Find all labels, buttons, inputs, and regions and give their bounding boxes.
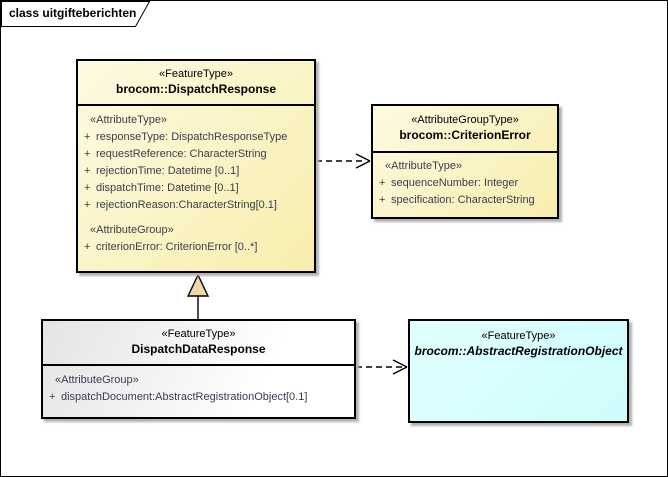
class-name: DispatchDataResponse [131, 342, 266, 356]
attribute-text: dispatchDocument:AbstractRegistrationObj… [61, 391, 308, 403]
class-header: «FeatureType» brocom::AbstractRegistrati… [410, 321, 627, 421]
class-box-abstractregistrationobject[interactable]: «FeatureType» brocom::AbstractRegistrati… [408, 319, 629, 423]
class-header: «AttributeGroupType» brocom::CriterionEr… [373, 106, 557, 153]
attribute-row[interactable]: + rejectionReason:CharacterString[0.1] [78, 197, 314, 214]
attribute-compartment: «AttributeType» + sequenceNumber: Integer… [373, 153, 557, 209]
class-box-dispatchresponse[interactable]: «FeatureType» brocom::DispatchResponse «… [76, 59, 316, 273]
attribute-text: criterionError: CriterionError [0..*] [96, 241, 258, 253]
class-name: brocom::CriterionError [399, 128, 531, 142]
visibility-marker: + [379, 177, 386, 189]
visibility-marker: + [49, 391, 56, 403]
compartment-heading: «AttributeGroup» [90, 224, 174, 236]
attribute-row[interactable]: + criterionError: CriterionError [0..*] [78, 239, 314, 256]
attribute-text: responseType: DispatchResponseType [96, 131, 288, 143]
visibility-marker: + [84, 182, 91, 194]
attribute-text: sequenceNumber: Integer [391, 177, 519, 189]
visibility-marker: + [84, 199, 91, 211]
attribute-row[interactable]: + requestReference: CharacterString [78, 146, 314, 163]
visibility-marker: + [84, 241, 91, 253]
attribute-row[interactable]: + rejectionTime: Datetime [0..1] [78, 163, 314, 180]
attribute-compartment: «AttributeGroup» + dispatchDocument:Abstr… [43, 366, 354, 406]
compartment-heading: «AttributeType» [90, 114, 168, 126]
attribute-row[interactable]: + responseType: DispatchResponseType [78, 129, 314, 146]
diagram-title: class uitgifteberichten [9, 6, 137, 20]
attribute-row[interactable]: + sequenceNumber: Integer [373, 175, 557, 192]
attribute-row[interactable]: + dispatchTime: Datetime [0..1] [78, 180, 314, 197]
stereotype-label: «FeatureType» [161, 328, 236, 340]
class-header: «FeatureType» brocom::DispatchResponse [78, 61, 314, 106]
compartment-heading: «AttributeType» [385, 160, 463, 172]
attribute-compartment: «AttributeType» + responseType: DispatchR… [78, 106, 314, 256]
generalization-dispatchdataresponse-dispatchresponse[interactable] [186, 273, 210, 319]
attribute-text: requestReference: CharacterString [96, 148, 267, 160]
visibility-marker: + [379, 194, 386, 206]
diagram-tab-shape [1, 1, 151, 27]
attribute-text: specification: CharacterString [391, 194, 535, 206]
class-header: «FeatureType» DispatchDataResponse [43, 321, 354, 366]
stereotype-label: «FeatureType» [481, 330, 556, 342]
attribute-row[interactable]: + dispatchDocument:AbstractRegistrationOb… [43, 389, 354, 406]
visibility-marker: + [84, 165, 91, 177]
stereotype-label: «FeatureType» [159, 68, 233, 80]
class-name: brocom::AbstractRegistrationObject [414, 344, 623, 358]
generalization-triangle-icon [186, 273, 210, 297]
attribute-text: dispatchTime: Datetime [0..1] [96, 182, 239, 194]
class-box-dispatchdataresponse[interactable]: «FeatureType» DispatchDataResponse «Attr… [41, 319, 356, 419]
stereotype-label: «AttributeGroupType» [411, 114, 519, 126]
visibility-marker: + [84, 131, 91, 143]
compartment-heading: «AttributeGroup» [55, 374, 139, 386]
dependency-dispatchdataresponse-abstractregistrationobject[interactable] [356, 359, 408, 375]
attribute-text: rejectionTime: Datetime [0..1] [96, 165, 240, 177]
class-box-criterionerror[interactable]: «AttributeGroupType» brocom::CriterionEr… [371, 104, 559, 219]
attribute-row[interactable]: + specification: CharacterString [373, 192, 557, 209]
class-name: brocom::DispatchResponse [115, 82, 277, 96]
dependency-dispatchresponse-criterionerror[interactable] [316, 153, 371, 169]
visibility-marker: + [84, 148, 91, 160]
attribute-text: rejectionReason:CharacterString[0.1] [96, 199, 277, 211]
